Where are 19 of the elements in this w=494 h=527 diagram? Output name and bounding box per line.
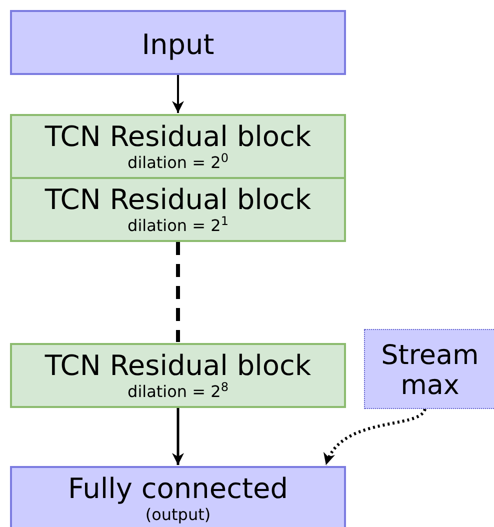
box-title: TCN Residual block <box>44 349 312 382</box>
arrow <box>172 408 184 465</box>
box-title: Fully connected <box>68 472 288 506</box>
box-title: TCN Residual block <box>44 120 312 153</box>
process-box <box>10 466 346 527</box>
pooling-box <box>364 329 494 409</box>
box-title: Input <box>142 28 214 62</box>
box-title: Stream max <box>380 341 480 401</box>
box-subtitle: dilation = 2$^{1}$ <box>128 217 228 235</box>
box-title: TCN Residual block <box>44 183 312 216</box>
process-box <box>10 177 346 242</box>
process-box <box>10 343 346 408</box>
box-subtitle: (output) <box>145 506 211 524</box>
arrow <box>172 75 184 113</box>
process-box <box>10 114 346 179</box>
process-box <box>10 10 346 75</box>
arrow <box>324 408 426 466</box>
box-subtitle: dilation = 2$^{0}$ <box>128 154 228 172</box>
box-subtitle: dilation = 2$^{8}$ <box>128 383 228 401</box>
